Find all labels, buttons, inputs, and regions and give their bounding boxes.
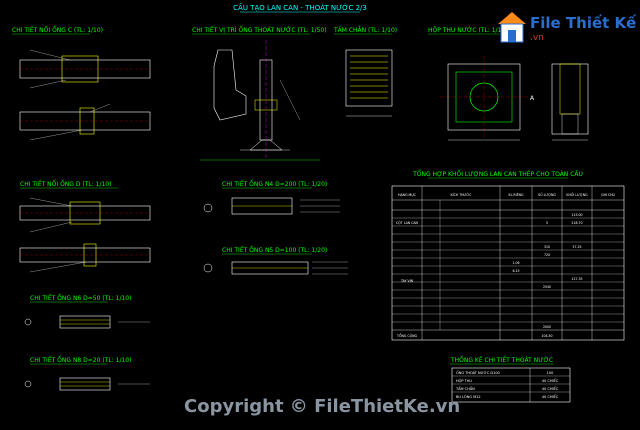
stats-row-value: 40 CHIẾC bbox=[542, 377, 559, 383]
table-cell: 2000 bbox=[543, 325, 551, 329]
table-cell: 1.06 bbox=[512, 261, 519, 265]
drain-box-drawing[interactable]: A bbox=[440, 56, 589, 141]
drawing-title: CẤU TẠO LAN CAN - THOÁT NƯỚC 2/3 bbox=[233, 2, 367, 12]
section-title-hop-thu-nuoc: HỘP THU NƯỚC (TL: 1/10) bbox=[428, 27, 508, 34]
pipe-n4-drawing[interactable] bbox=[203, 197, 340, 215]
section-title-tam-chan: TẤM CHẮN (TL: 1/10) bbox=[333, 26, 397, 34]
table-header-cell: KL RIÊNG bbox=[509, 192, 524, 197]
pipe-n8-drawing[interactable] bbox=[24, 377, 150, 391]
table-header-cell: HẠNG MỤC bbox=[398, 193, 417, 197]
table-header-cell: SỐ LƯỢNG bbox=[538, 192, 556, 197]
grate-plate-drawing[interactable] bbox=[345, 49, 393, 117]
table-cell: 127.35 bbox=[571, 277, 582, 281]
stats-row-value: 100 bbox=[547, 371, 554, 375]
table-cell: 5 bbox=[546, 221, 548, 225]
table-cell: 115.00 bbox=[571, 213, 582, 217]
table-cell: 104.50 bbox=[541, 334, 552, 338]
pipe-n6-drawing[interactable] bbox=[24, 315, 150, 329]
quantity-table[interactable]: HẠNG MỤC KÍCH THƯỚC KL RIÊNG SỐ LƯỢNG KH… bbox=[391, 185, 625, 341]
table-cell: 37.25 bbox=[572, 245, 581, 249]
table-cell: 310 bbox=[544, 245, 550, 249]
section-title-vi-tri-ong: CHI TIẾT VỊ TRÍ ỐNG THOÁT NƯỚC (TL: 1/50… bbox=[192, 26, 327, 34]
table-group-label: CỘT LAN CAN bbox=[396, 220, 419, 225]
copyright-watermark: Copyright © FileThietKe.vn bbox=[184, 396, 461, 417]
table-cell: 2540 bbox=[543, 285, 551, 289]
drain-pipe-position-drawing[interactable] bbox=[200, 40, 320, 161]
table-small-title: THỐNG KÊ CHI TIẾT THOÁT NƯỚC bbox=[450, 356, 553, 364]
table-cell: 6.15 bbox=[512, 269, 519, 273]
table-group-label: TAY VỊN bbox=[400, 279, 414, 283]
section-title-ong-n6: CHI TIẾT ỐNG N6 D=50 (TL: 1/10) bbox=[30, 294, 131, 302]
svg-text:A: A bbox=[530, 95, 535, 102]
table-group-label: TỔNG CỘNG bbox=[396, 333, 417, 338]
stats-row-label: TẤM CHẮN bbox=[455, 386, 475, 391]
section-title-noi-ong-c: CHI TIẾT NỐI ỐNG C (TL: 1/10) bbox=[12, 26, 103, 34]
section-title-ong-n4: CHI TIẾT ỐNG N4 D=200 (TL: 1/20) bbox=[222, 180, 327, 188]
stats-row-label: HỘP THU bbox=[456, 378, 472, 383]
table-cell: 720 bbox=[544, 253, 550, 257]
logo-house-icon bbox=[498, 12, 526, 43]
drainage-stats-table[interactable]: ỐNG THOÁT NƯỚC D100 100 HỘP THU 40 CHIẾC… bbox=[451, 367, 571, 403]
site-logo-suffix: .vn bbox=[530, 33, 544, 43]
stats-row-value: 40 CHIẾC bbox=[542, 385, 559, 391]
table-header-cell: KÍCH THƯỚC bbox=[451, 192, 473, 197]
table-cell: 218.70 bbox=[571, 221, 582, 225]
site-logo-text: File Thiết Kế bbox=[530, 14, 637, 32]
pipe-joint-c-drawing[interactable] bbox=[19, 49, 151, 141]
section-title-ong-n8: CHI TIẾT ỐNG N8 D=20 (TL: 1/10) bbox=[30, 356, 131, 364]
stats-row-value: 40 CHIẾC bbox=[542, 393, 559, 399]
stats-row-label: ỐNG THOÁT NƯỚC D100 bbox=[456, 370, 500, 375]
pipe-joint-d-drawing[interactable] bbox=[19, 197, 151, 273]
table-main-title: TỔNG HỢP KHỐI LƯỢNG LAN CAN THÉP CHO TOÀ… bbox=[412, 170, 583, 178]
table-header-cell: KHỐI LƯỢNG bbox=[566, 192, 588, 197]
table-header-cell: GHI CHÚ bbox=[601, 192, 615, 197]
pipe-n5-drawing[interactable] bbox=[203, 261, 348, 275]
section-title-noi-ong-d: CHI TIẾT NỐI ỐNG D (TL: 1/10) bbox=[20, 180, 111, 188]
section-title-ong-n5: CHI TIẾT ỐNG N5 D=100 (TL: 1/20) bbox=[222, 246, 327, 254]
stats-row-label: BU LÔNG M12 bbox=[456, 394, 481, 399]
